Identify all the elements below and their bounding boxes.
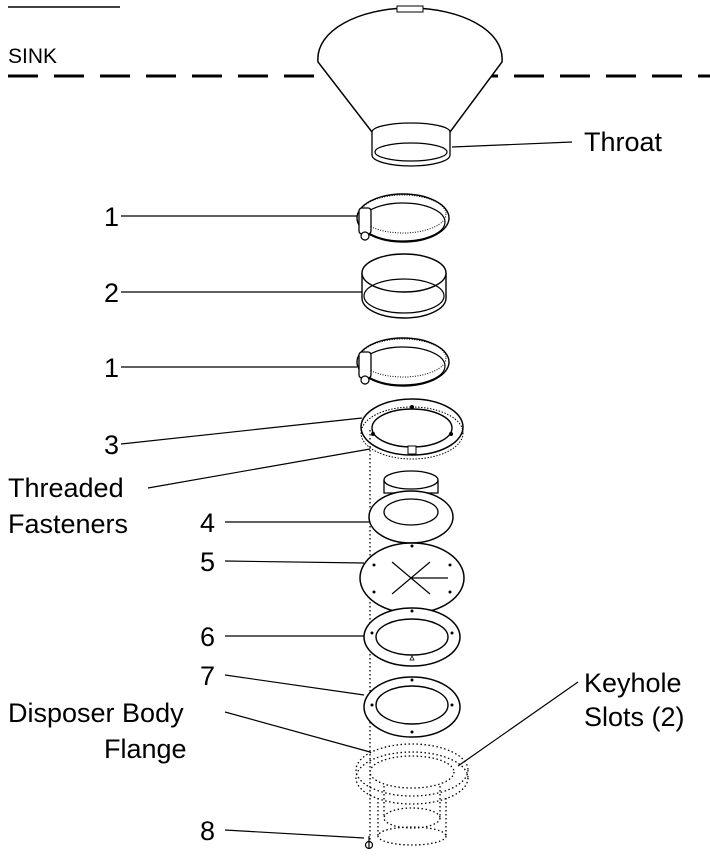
callout-1-top-label: 1 <box>104 202 119 232</box>
callout-7-leader <box>224 674 365 696</box>
mounting-ring <box>360 398 464 460</box>
callout-6-label: 6 <box>200 622 215 652</box>
callout-2-label: 2 <box>104 278 119 308</box>
hose-clamp-bottom <box>356 337 450 387</box>
callout-7-label: 7 <box>200 661 215 691</box>
support-ring <box>363 676 461 738</box>
hose-clamp-top <box>356 193 450 243</box>
throat-leader <box>451 141 573 148</box>
callout-5-leader <box>224 560 365 564</box>
keyhole-slots-leader <box>457 681 579 767</box>
disposer-flange-leader <box>224 711 371 753</box>
callout-1-bottom-label: 1 <box>104 353 119 383</box>
backup-ring <box>363 607 461 667</box>
disposer-flange-label-line2: Flange <box>104 734 187 764</box>
fiber-gasket <box>368 470 454 544</box>
disposer-body <box>355 743 469 846</box>
threaded-fasteners-leader <box>147 448 371 489</box>
callout-3-label: 3 <box>104 430 119 460</box>
callout-5-label: 5 <box>200 547 215 577</box>
callout-4-label: 4 <box>200 508 215 538</box>
threaded-fasteners-label-line2: Fasteners <box>8 509 128 539</box>
keyhole-slots-label-line2: Slots (2) <box>584 702 685 732</box>
threaded-fasteners-label-line1: Threaded <box>8 473 124 503</box>
rubber-sleeve <box>361 253 447 319</box>
splash-guard <box>359 542 465 614</box>
keyhole-slots-label-line1: Keyhole <box>584 668 682 698</box>
callout-8-label: 8 <box>200 816 215 846</box>
callout-3-leader <box>120 417 363 445</box>
disposer-flange-label-line1: Disposer Body <box>8 698 184 728</box>
sink-label: SINK <box>8 45 57 68</box>
sink-flange <box>317 5 503 167</box>
callout-8-leader <box>224 829 365 839</box>
throat-label: Throat <box>584 127 663 157</box>
mounting-screw <box>364 836 374 850</box>
